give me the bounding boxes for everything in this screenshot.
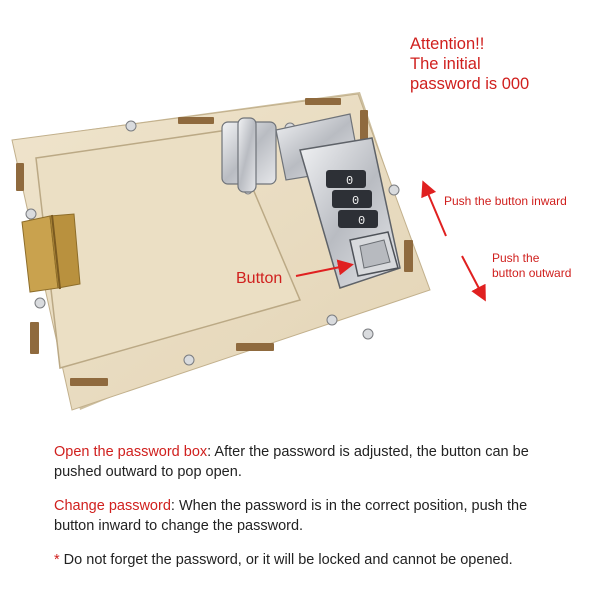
arrow-push-inward xyxy=(421,180,447,237)
open-instruction-title: Open the password box xyxy=(54,444,208,460)
button-label: Button xyxy=(236,270,283,287)
combination-lock: 0 0 0 xyxy=(299,137,401,289)
change-instruction: Change password: When the password is in… xyxy=(54,496,554,536)
push-inward-note: Push the button inward xyxy=(444,194,567,208)
arrow-to-button xyxy=(295,259,354,277)
attention-note: Attention!! The initial password is 000 xyxy=(410,34,590,94)
lock-digit-1: 0 xyxy=(346,174,353,188)
warning-mark: * xyxy=(54,552,60,568)
warning-note: * Do not forget the password, or it will… xyxy=(54,550,554,570)
wood-slots xyxy=(16,98,413,386)
lock-push-button xyxy=(349,231,399,277)
hinge xyxy=(21,213,81,293)
lock-dials: 0 0 0 xyxy=(326,170,378,228)
open-instruction-text: : After the password is adjusted, the bu… xyxy=(54,444,529,480)
push-outward-line-1: Push the xyxy=(492,251,540,265)
wooden-password-box-illustration: 0 0 0 xyxy=(11,92,486,411)
warning-text: Do not forget the password, or it will b… xyxy=(59,552,513,568)
lock-digit-2: 0 xyxy=(352,194,359,208)
change-instruction-text: : When the password is in the correct po… xyxy=(54,498,528,534)
attention-line-1: Attention!! xyxy=(410,35,485,53)
arrow-push-outward xyxy=(461,255,486,302)
open-instruction: Open the password box: After the passwor… xyxy=(54,442,554,482)
change-instruction-title: Change password xyxy=(54,498,171,514)
attention-line-3: password is 000 xyxy=(410,75,530,93)
box-lid xyxy=(35,129,302,369)
push-outward-line-2: button outward xyxy=(492,266,572,280)
attention-line-2: The initial xyxy=(410,55,481,73)
lock-digit-3: 0 xyxy=(358,214,365,228)
push-outward-note: Push the button outward xyxy=(492,251,571,281)
